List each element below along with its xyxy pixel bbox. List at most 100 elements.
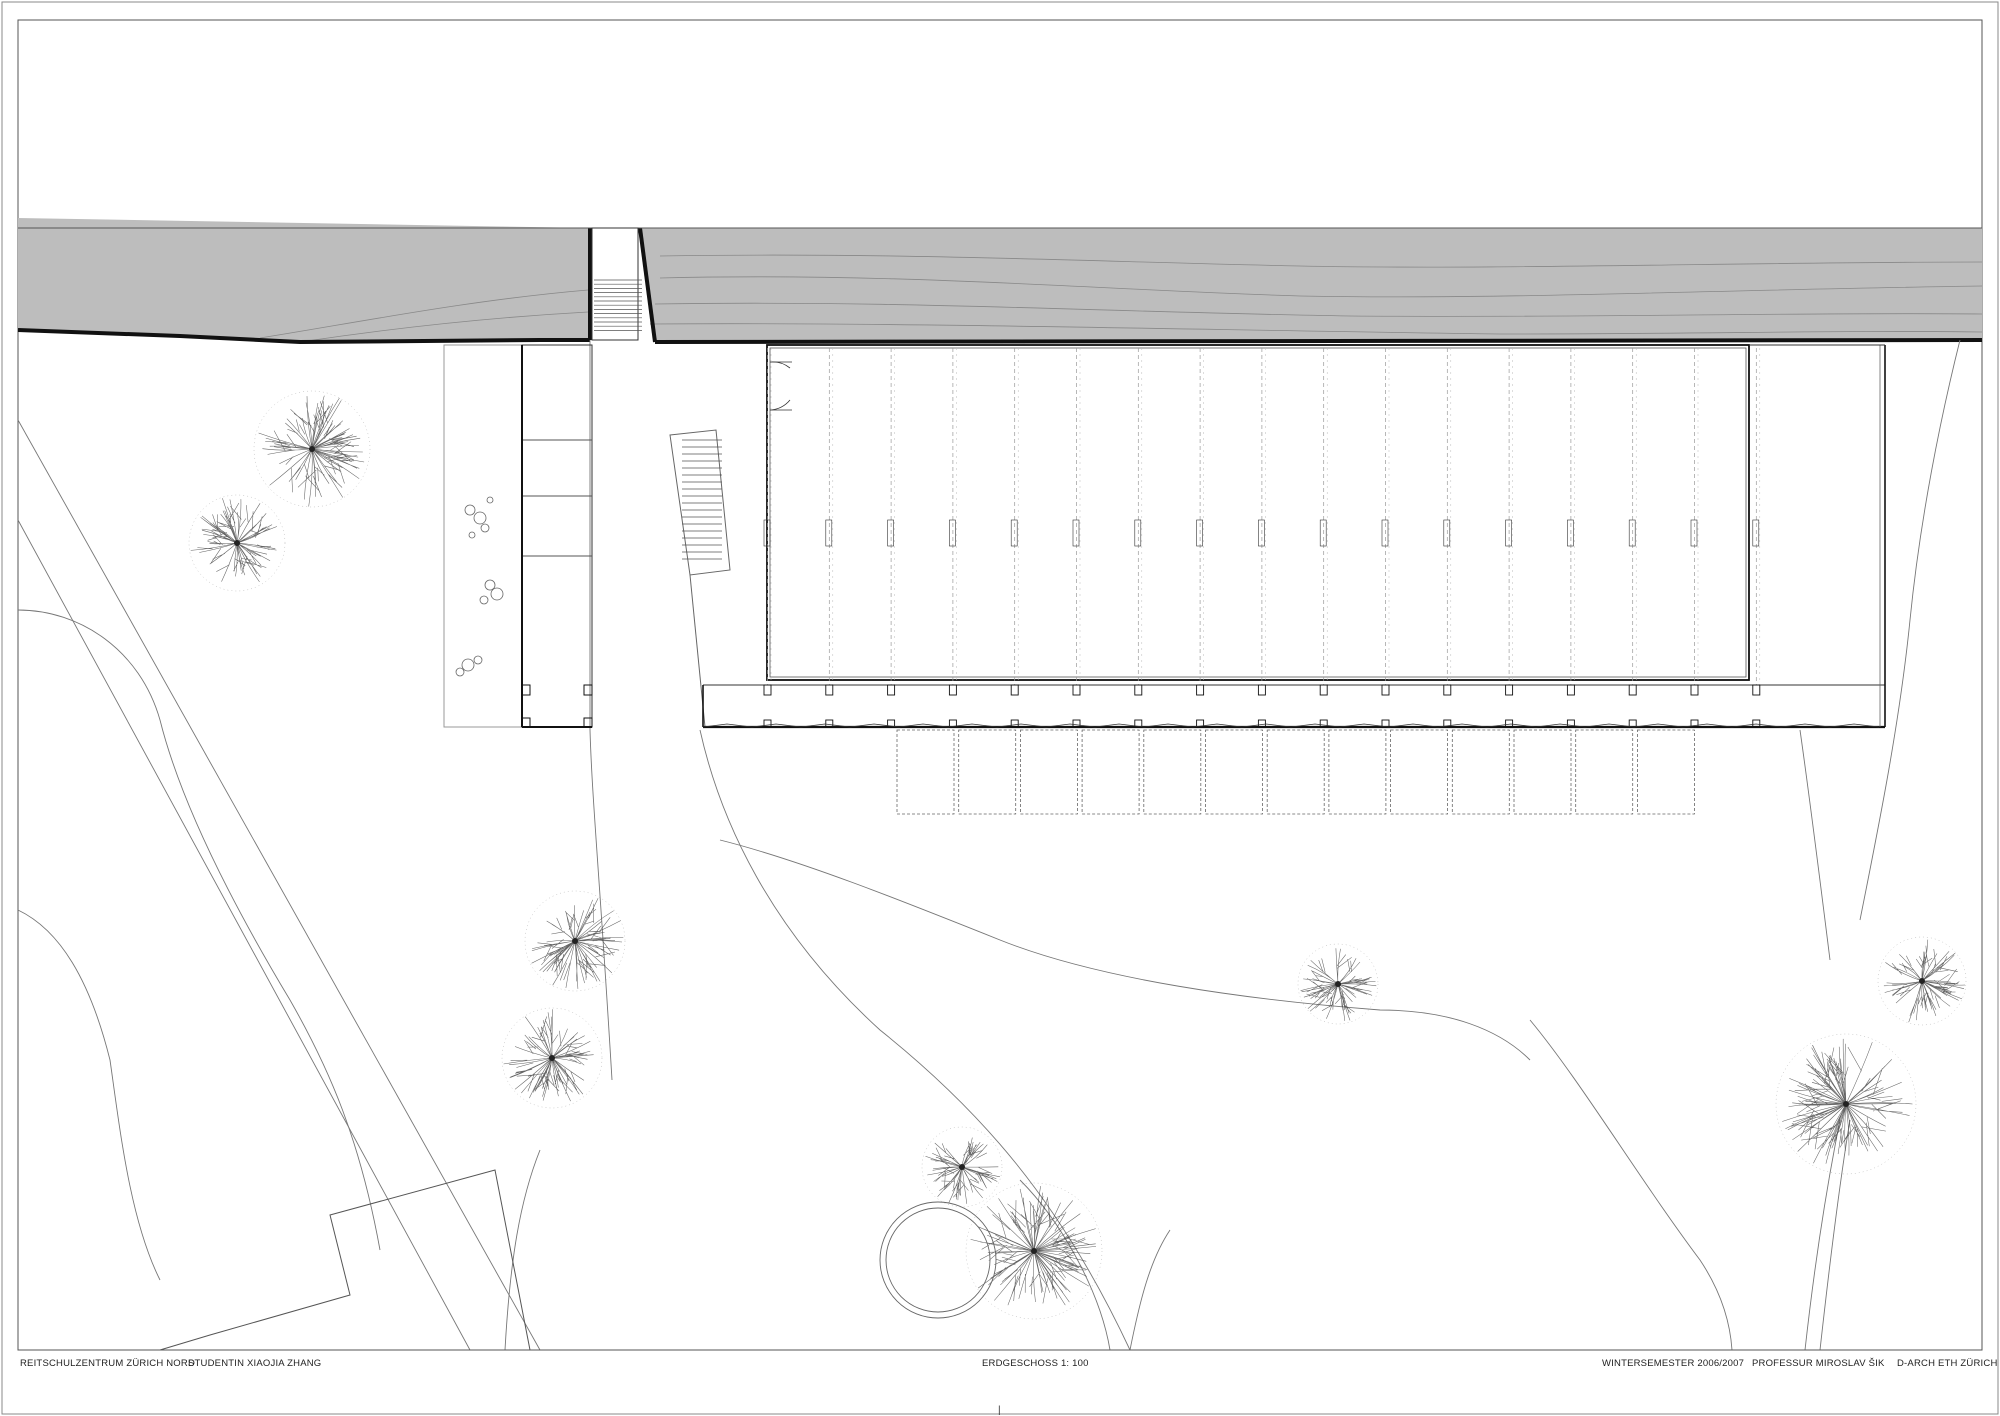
tree-trunk [549, 1055, 555, 1061]
lunging-circle [879, 1201, 997, 1319]
column-marker [1319, 519, 1327, 547]
column [887, 719, 896, 728]
column [763, 719, 772, 728]
page-mark: | [998, 1405, 1001, 1416]
column [1257, 719, 1266, 728]
column [1134, 719, 1143, 728]
embankment [17, 218, 1983, 345]
column-marker [1196, 519, 1203, 547]
column [1690, 684, 1699, 696]
tree-canopy [1775, 1033, 1917, 1175]
paddock [1637, 729, 1695, 815]
paddock [1020, 729, 1078, 815]
paddock [1081, 729, 1140, 815]
column [1381, 719, 1390, 728]
tree-trunk [1843, 1101, 1849, 1107]
stable-annex [443, 344, 593, 728]
paddock [1266, 729, 1325, 815]
column [1690, 719, 1699, 728]
column [1072, 684, 1081, 696]
column [1010, 684, 1019, 696]
column-marker [1072, 519, 1080, 547]
column-marker [1690, 519, 1698, 547]
column-marker [949, 519, 956, 547]
tree-branches [258, 395, 365, 507]
tree-trunk [234, 540, 240, 546]
paddock [1328, 729, 1387, 815]
column [1443, 684, 1452, 696]
canopy-edge [702, 723, 1880, 728]
tree-trunk [1919, 978, 1925, 984]
column [1319, 719, 1328, 728]
tree-trunk [1031, 1248, 1037, 1254]
column-marker [1258, 519, 1265, 547]
column [1505, 719, 1514, 728]
tree [921, 1126, 1003, 1208]
tree-branches [1883, 939, 1966, 1023]
column [1628, 684, 1637, 696]
tree-branches [503, 1009, 594, 1102]
project-name: REITSCHULZENTRUM ZÜRICH NORD [20, 1358, 196, 1369]
tree-branches [1300, 948, 1377, 1021]
professor: PROFESSUR MIROSLAV ŠIK [1752, 1358, 1885, 1369]
tree [1775, 1033, 1917, 1175]
column-marker [1010, 519, 1018, 547]
column [1196, 684, 1205, 696]
tree [965, 1182, 1103, 1320]
tree-canopy [921, 1126, 1003, 1208]
column [825, 719, 834, 728]
column [1752, 684, 1761, 696]
column [825, 684, 834, 696]
column-marker [825, 519, 833, 547]
tree-trunk [959, 1164, 965, 1170]
tree-trunk [309, 446, 315, 452]
column-marker [887, 519, 894, 547]
column [1319, 684, 1328, 696]
column [763, 684, 772, 696]
column-marker [1443, 519, 1451, 547]
tree-canopy [188, 494, 286, 592]
column [1134, 684, 1143, 696]
tree-canopy [1877, 936, 1967, 1026]
tree-trunk [1335, 981, 1341, 987]
tree-branches [970, 1186, 1097, 1306]
embankment-right [640, 228, 1982, 342]
column [1010, 719, 1019, 728]
column-marker [763, 519, 771, 547]
tree [524, 890, 626, 992]
student-name: STUDENTIN XIAOJIA ZHANG [188, 1358, 322, 1369]
landscape-paths [17, 339, 1961, 1351]
institution: D-ARCH ETH ZÜRICH [1897, 1358, 1998, 1369]
paddock [1513, 729, 1572, 815]
tree [1877, 936, 1967, 1026]
paddock [896, 729, 955, 815]
drawing-title: ERDGESCHOSS 1: 100 [982, 1358, 1089, 1369]
paddock [1575, 729, 1634, 815]
tree [188, 494, 286, 592]
tree-trunk [572, 938, 578, 944]
column [1257, 684, 1266, 696]
paddock [1451, 729, 1510, 815]
column-marker [1505, 519, 1512, 547]
paddock-boxes [896, 729, 1695, 815]
column-marker [1134, 519, 1142, 547]
tree-canopy [253, 390, 371, 508]
paddock [958, 729, 1017, 815]
column-marker [1381, 519, 1389, 547]
riding-hall [702, 344, 1886, 729]
column-marker [1567, 519, 1574, 547]
column [887, 684, 896, 696]
trees [188, 390, 1967, 1320]
paddock [1143, 729, 1202, 815]
tree-canopy [1297, 943, 1379, 1025]
tree-branches [1782, 1038, 1913, 1164]
column [1752, 719, 1761, 728]
embankment-stair [591, 227, 642, 341]
tree-branches [190, 498, 277, 583]
tree-canopy [524, 890, 626, 992]
tree [1297, 943, 1379, 1025]
tree-branches [925, 1137, 1000, 1204]
column [948, 719, 957, 728]
